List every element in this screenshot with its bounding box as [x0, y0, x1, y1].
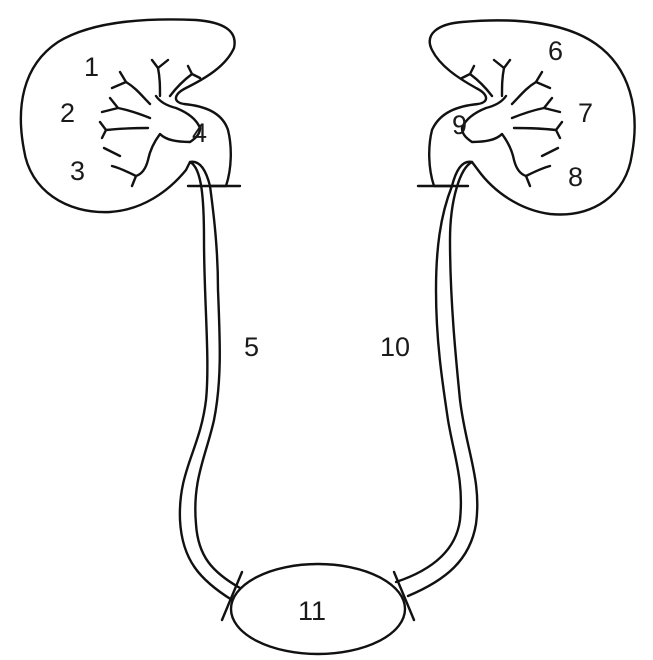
- left-kidney: [21, 19, 235, 212]
- label-3: 3: [70, 156, 85, 186]
- label-11: 11: [298, 596, 326, 626]
- label-2: 2: [60, 98, 75, 128]
- label-5: 5: [244, 332, 259, 362]
- label-4: 4: [192, 118, 207, 148]
- label-10: 10: [380, 332, 410, 362]
- left-ureter: [180, 162, 240, 600]
- label-7: 7: [578, 98, 593, 128]
- label-9: 9: [452, 110, 467, 140]
- left-ureter-inner-wall: [195, 186, 240, 588]
- right-ureter: [396, 162, 477, 596]
- label-6: 6: [548, 36, 563, 66]
- label-8: 8: [568, 162, 583, 192]
- label-1: 1: [84, 52, 99, 82]
- left-kidney-outline: [21, 19, 235, 212]
- left-ureter-outer-wall: [180, 162, 232, 600]
